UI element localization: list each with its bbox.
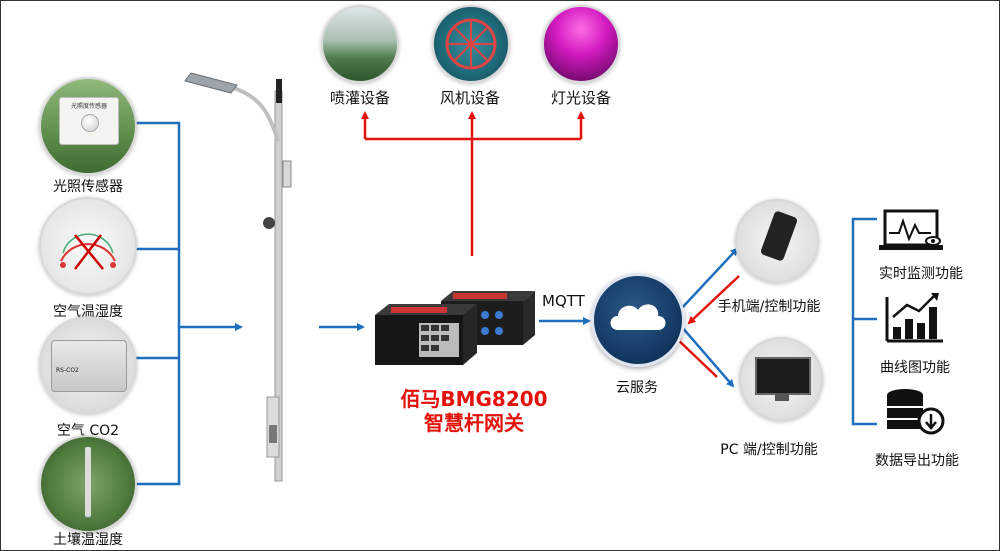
protocol-label: MQTT [542, 292, 585, 310]
monitor-chart-icon [879, 209, 943, 250]
pc-image [739, 337, 823, 421]
sensor-bracket-line [133, 121, 181, 486]
light-sensor-image: 光照度传感器 [39, 77, 137, 175]
cloud-label: 云服务 [616, 380, 658, 396]
gateway-title: 佰马BMG8200 智慧杆网关 [389, 387, 559, 435]
bar-chart-icon [885, 293, 943, 343]
grow-light-image [542, 5, 620, 83]
sensor-device-text: 光照度传感器 [70, 103, 107, 110]
actuator-label-sprinkler: 喷灌设备 [329, 89, 391, 107]
monitor-stand [775, 393, 789, 401]
gateway-subtitle: 智慧杆网关 [424, 411, 524, 435]
mobile-image [735, 199, 819, 283]
monitor-shape [755, 357, 811, 395]
sensor-label-soil: 土壤温湿度 [53, 532, 123, 548]
function-label-monitor: 实时监测功能 [879, 266, 963, 282]
sensor-label-light: 光照传感器 [53, 179, 123, 195]
client-label-pc: PC 端/控制功能 [720, 442, 818, 458]
actuator-label-fan: 风机设备 [439, 89, 501, 107]
sprinkler-image [321, 5, 399, 83]
gateway-model: 佰马BMG8200 [400, 387, 548, 411]
cloud-to-pc-arrow [680, 325, 735, 388]
function-bracket-line [851, 217, 877, 426]
function-label-curve: 曲线图功能 [880, 360, 950, 376]
cloud-to-mobile-arrow [680, 247, 739, 310]
cloud-icon [610, 304, 666, 330]
client-label-mobile: 手机端/控制功能 [717, 299, 821, 315]
co2-box: RS-CO2 [51, 340, 127, 392]
fan-image [432, 5, 510, 83]
actuator-label-light: 灯光设备 [550, 89, 612, 107]
mobile-to-cloud-arrow [687, 275, 740, 325]
co2-device-text: RS-CO2 [56, 367, 79, 374]
soil-sensor-image [39, 435, 137, 533]
air-temp-humidity-image [39, 197, 137, 295]
sensor-label-air: 空气温湿度 [53, 304, 123, 320]
gauge-face-icon [60, 233, 116, 270]
co2-sensor-image: RS-CO2 [39, 316, 137, 414]
cloud-service-icon [591, 273, 685, 367]
sensor-dome [81, 114, 99, 132]
sensor-box: 光照度传感器 [59, 97, 119, 145]
database-export-icon [887, 389, 945, 435]
sensor-label-co2: 空气 CO2 [56, 423, 120, 439]
soil-probe [85, 447, 91, 517]
fan-blade-icon [445, 18, 497, 70]
pc-to-cloud-arrow [673, 335, 718, 378]
function-label-export: 数据导出功能 [875, 453, 959, 469]
